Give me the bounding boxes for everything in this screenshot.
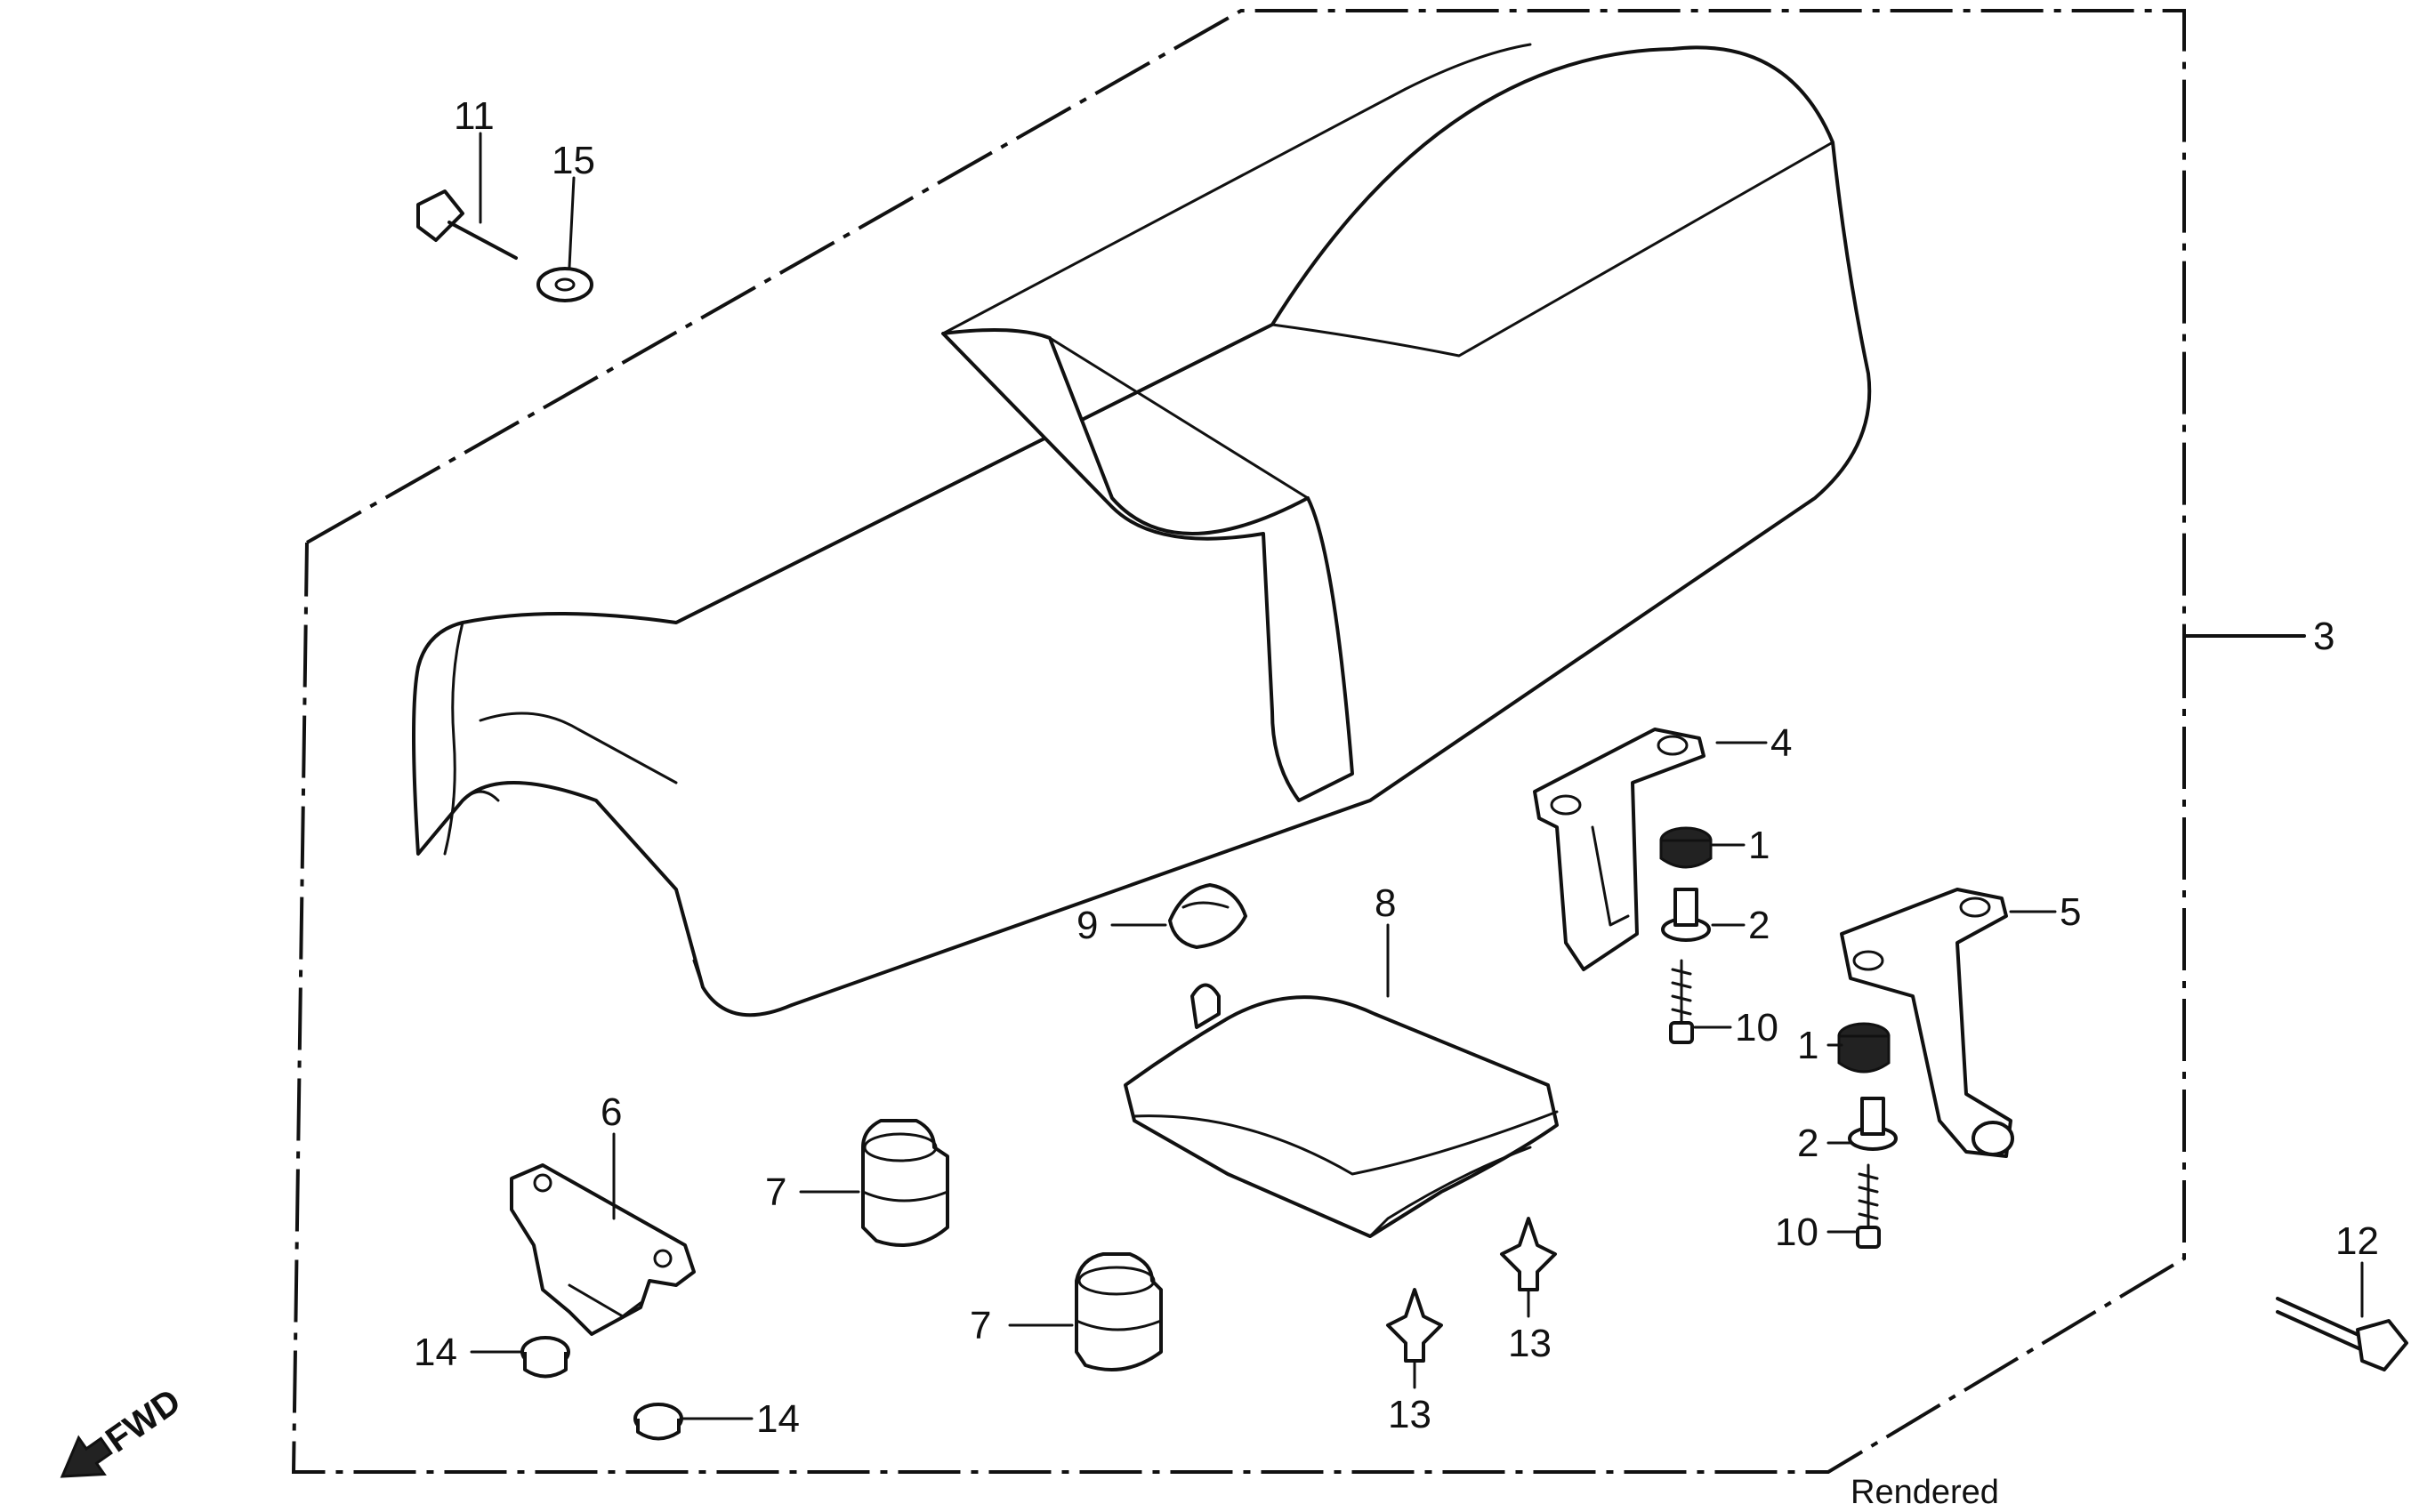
callout-15: 15 [552,139,595,182]
seat-assembly [412,43,1872,1017]
callout-9: 9 [1076,904,1098,947]
callout-7b: 7 [970,1304,991,1347]
leader-lines [470,132,2364,1420]
callout-10a: 10 [1735,1006,1778,1050]
callout-7a: 7 [765,1170,786,1214]
callout-3: 3 [2313,615,2334,658]
callout-11: 11 [454,94,495,138]
callout-13a: 13 [1388,1393,1431,1436]
callout-10b: 10 [1775,1210,1818,1254]
bracket-5 [1840,888,2014,1158]
nut-14a [520,1336,570,1379]
cushion-1a [1659,826,1713,869]
callout-2a: 2 [1748,904,1770,947]
collar-2b [1848,1097,1898,1151]
screw-10b [1856,1163,1881,1249]
assembly-frame [291,9,2306,1474]
bracket-4 [1533,728,1705,971]
hinge-6 [510,1163,696,1336]
fwd-label: FWD [99,1381,188,1460]
grommet-9 [1168,883,1247,949]
callout-2b: 2 [1797,1122,1818,1165]
clip-13a [1386,1288,1443,1363]
callout-5: 5 [2060,890,2081,934]
callout-1a: 1 [1748,824,1770,867]
callout-12: 12 [2335,1219,2379,1263]
callout-14a: 14 [414,1331,457,1374]
callout-13b: 13 [1508,1322,1552,1365]
bolt-11 [416,189,518,260]
callout-14b: 14 [756,1397,800,1441]
callout-1b: 1 [1797,1024,1818,1067]
nut-14b [633,1403,683,1441]
callout-6: 6 [601,1090,622,1134]
damper-7a [861,1119,949,1247]
callout-8: 8 [1375,881,1396,925]
clip-13b [1500,1217,1557,1291]
callout-4: 4 [1770,721,1792,765]
tray-8 [1124,983,1559,1238]
washer-15 [536,267,593,302]
damper-7b [1075,1252,1163,1371]
fwd-arrow: FWD [60,1381,188,1478]
collar-2a [1661,888,1711,942]
bolt-12 [2276,1297,2408,1371]
screw-10a [1669,959,1694,1044]
cushion-1b [1837,1022,1891,1074]
watermark-text: Rendered [1851,1474,1999,1511]
